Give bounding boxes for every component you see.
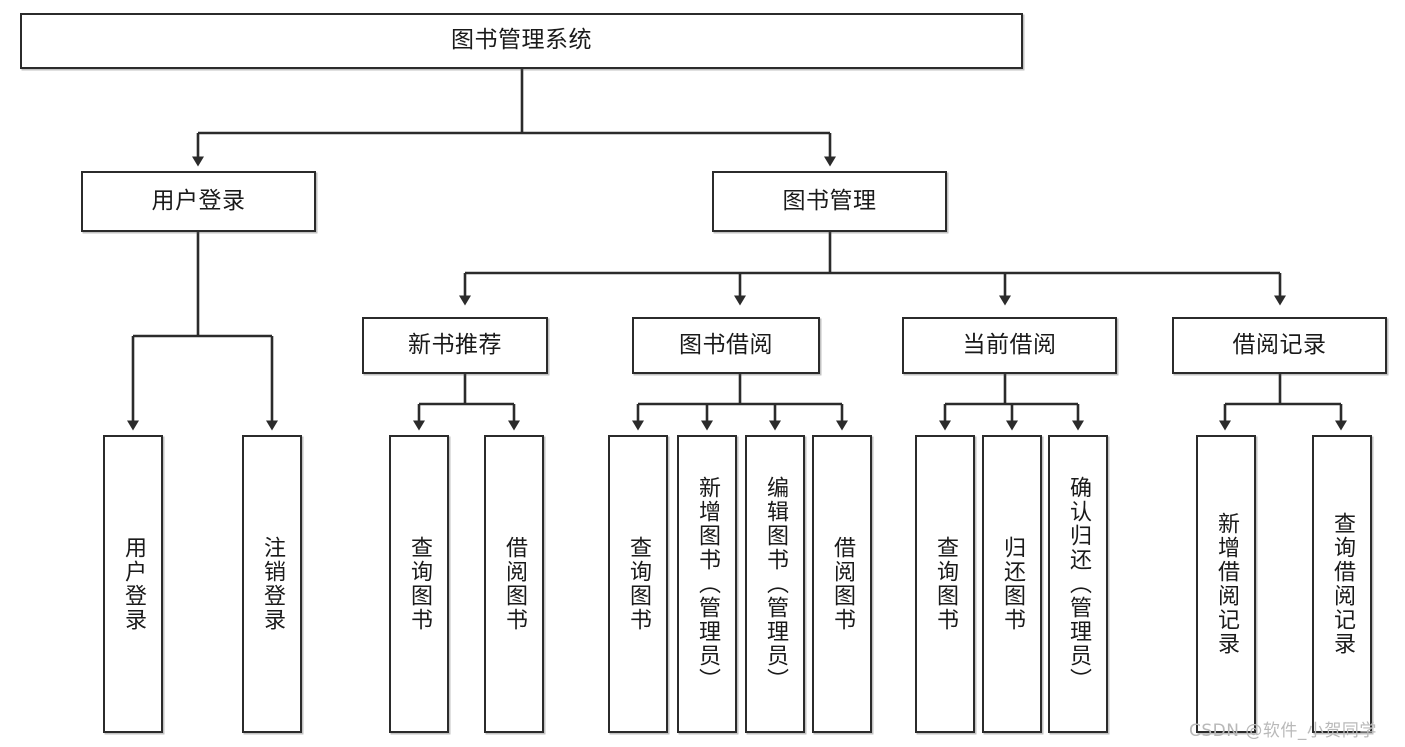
node-leaf-logout[interactable]: 注销登录 <box>242 435 302 733</box>
node-book-borrow[interactable]: 图书借阅 <box>632 317 820 374</box>
node-leaf-query-book-3[interactable]: 查询图书 <box>915 435 975 733</box>
node-leaf-user-login[interactable]: 用户登录 <box>103 435 163 733</box>
node-leaf-confirm-return-label: 确认归还（管理员） <box>1066 476 1091 692</box>
node-root-label: 图书管理系统 <box>451 27 592 54</box>
node-book-manage[interactable]: 图书管理 <box>712 171 947 232</box>
node-leaf-logout-label: 注销登录 <box>260 536 285 632</box>
node-leaf-borrow-book-2[interactable]: 借阅图书 <box>812 435 872 733</box>
node-user-login[interactable]: 用户登录 <box>81 171 316 232</box>
node-leaf-borrow-book-2-label: 借阅图书 <box>830 536 855 632</box>
node-leaf-return-book-label: 归还图书 <box>1000 536 1025 632</box>
node-leaf-edit-book[interactable]: 编辑图书（管理员） <box>745 435 805 733</box>
node-leaf-query-book-2[interactable]: 查询图书 <box>608 435 668 733</box>
node-new-book-rec[interactable]: 新书推荐 <box>362 317 548 374</box>
node-new-book-rec-label: 新书推荐 <box>408 331 502 358</box>
node-leaf-edit-book-label: 编辑图书（管理员） <box>763 476 788 692</box>
node-book-manage-label: 图书管理 <box>782 187 877 214</box>
node-leaf-add-record-label: 新增借阅记录 <box>1214 512 1239 656</box>
node-leaf-query-record-label: 查询借阅记录 <box>1330 512 1355 656</box>
node-leaf-add-book[interactable]: 新增图书（管理员） <box>677 435 737 733</box>
node-borrow-record-label: 借阅记录 <box>1232 331 1327 358</box>
node-leaf-borrow-book-1[interactable]: 借阅图书 <box>484 435 544 733</box>
node-borrow-record[interactable]: 借阅记录 <box>1172 317 1387 374</box>
node-leaf-query-book-1[interactable]: 查询图书 <box>389 435 449 733</box>
node-leaf-user-login-label: 用户登录 <box>121 536 146 632</box>
node-leaf-query-book-1-label: 查询图书 <box>407 536 432 632</box>
node-leaf-confirm-return[interactable]: 确认归还（管理员） <box>1048 435 1108 733</box>
node-leaf-query-book-3-label: 查询图书 <box>933 536 958 632</box>
node-leaf-return-book[interactable]: 归还图书 <box>982 435 1042 733</box>
node-leaf-borrow-book-1-label: 借阅图书 <box>502 536 527 632</box>
node-root[interactable]: 图书管理系统 <box>20 13 1023 69</box>
node-current-borrow[interactable]: 当前借阅 <box>902 317 1117 374</box>
node-user-login-label: 用户登录 <box>151 187 246 214</box>
node-leaf-query-record[interactable]: 查询借阅记录 <box>1312 435 1372 733</box>
node-book-borrow-label: 图书借阅 <box>679 331 773 358</box>
node-leaf-add-book-label: 新增图书（管理员） <box>695 476 720 692</box>
node-leaf-add-record[interactable]: 新增借阅记录 <box>1196 435 1256 733</box>
node-current-borrow-label: 当前借阅 <box>962 331 1057 358</box>
node-leaf-query-book-2-label: 查询图书 <box>626 536 651 632</box>
